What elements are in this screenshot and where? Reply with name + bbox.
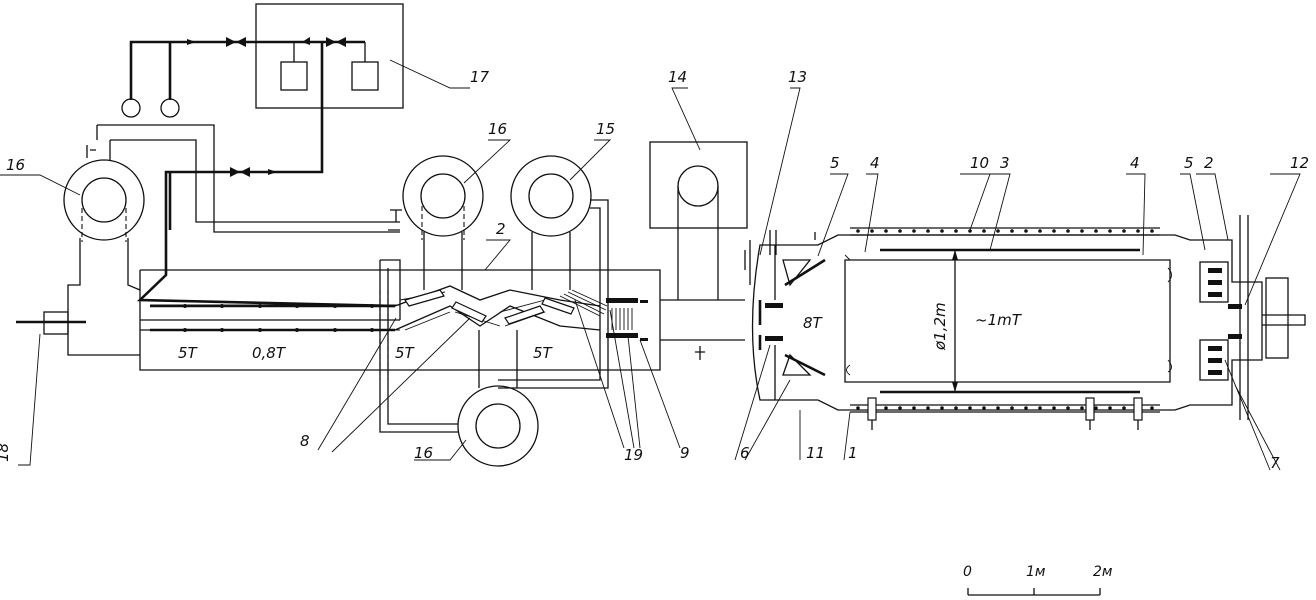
label-5t-c: 5T xyxy=(533,344,554,362)
label-5t-a: 5T xyxy=(178,344,199,362)
scale-bar xyxy=(967,588,1101,596)
pump-15 xyxy=(498,155,609,389)
main-chamber xyxy=(744,215,1306,430)
label-8t: 8T xyxy=(803,314,824,332)
scale-1m: 1м xyxy=(1026,564,1046,580)
callout-14: 14 xyxy=(668,68,687,86)
callout-11: 11 xyxy=(806,444,825,462)
callout-2-left: 2 xyxy=(496,220,506,238)
callout-13: 13 xyxy=(788,68,807,86)
callout-15: 15 xyxy=(596,120,615,138)
coil-10-dots xyxy=(856,229,1154,410)
callout-1: 1 xyxy=(848,444,858,462)
pump-16-bottom xyxy=(379,259,539,467)
leader-lines xyxy=(0,59,1301,471)
callout-19: 19 xyxy=(624,446,643,464)
callouts: 16 18 17 16 15 2 16 8 19 9 14 13 5 4 10 … xyxy=(0,68,1309,472)
pump-16-left xyxy=(63,159,145,356)
callout-5-left: 5 xyxy=(830,154,840,172)
scale-0: 0 xyxy=(963,564,972,580)
callout-7: 7 xyxy=(1270,454,1280,472)
callout-5-right: 5 xyxy=(1184,154,1194,172)
gauges xyxy=(86,98,400,233)
field-labels: 5T 0,8T 5T 5T 8T ø1,2m ~1mT xyxy=(178,302,1023,362)
callout-16-left: 16 xyxy=(6,156,25,174)
callout-17: 17 xyxy=(470,68,490,86)
callout-16-middle: 16 xyxy=(488,120,507,138)
label-chamber-field: ~1mT xyxy=(975,311,1023,329)
scale-2m: 2м xyxy=(1093,564,1113,580)
label-5t-b: 5T xyxy=(395,344,416,362)
injector-body xyxy=(139,269,661,371)
callout-16-bottom: 16 xyxy=(414,444,433,462)
callout-9: 9 xyxy=(680,444,690,462)
callout-10: 10 xyxy=(970,154,989,172)
callout-12: 12 xyxy=(1290,154,1309,172)
callout-3: 3 xyxy=(1000,154,1010,172)
box-14 xyxy=(649,141,748,360)
scale-labels: 0 1м 2м xyxy=(963,564,1113,580)
pump-16-middle xyxy=(388,155,484,290)
callout-8: 8 xyxy=(300,432,310,450)
gas-pipelines xyxy=(129,37,396,331)
source-18 xyxy=(16,311,86,335)
callout-4-right: 4 xyxy=(1130,154,1140,172)
callout-4-left: 4 xyxy=(870,154,880,172)
label-08t: 0,8T xyxy=(252,344,287,362)
callout-6: 6 xyxy=(740,444,750,462)
callout-2-right: 2 xyxy=(1204,154,1214,172)
callout-18: 18 xyxy=(0,443,12,462)
gas-supply-box xyxy=(255,3,404,109)
label-diameter: ø1,2m xyxy=(931,302,949,351)
